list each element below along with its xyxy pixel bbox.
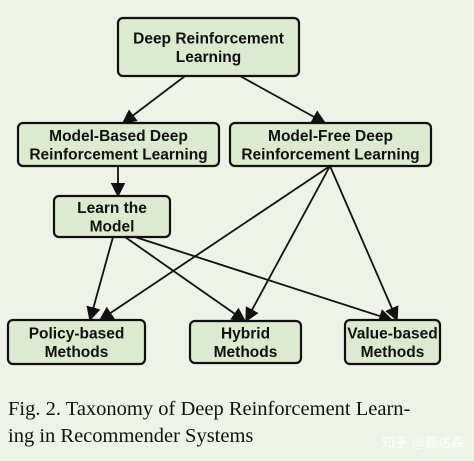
node-box xyxy=(52,194,172,239)
node-label-line: Model-Based Deep xyxy=(49,128,188,145)
edge-learn-model-to-hybrid xyxy=(124,236,247,322)
figure-caption: Fig. 2. Taxonomy of Deep Reinforcement L… xyxy=(8,396,468,450)
caption-line-2: ing in Recommender Systems xyxy=(8,425,254,447)
node-label-line: Methods xyxy=(361,344,425,361)
node-box xyxy=(188,319,303,365)
node-label-line: Value-based xyxy=(347,325,437,342)
edge-model-free-to-value xyxy=(329,165,399,322)
node-box xyxy=(6,318,147,366)
node-label-line: Reinforcement Learning xyxy=(241,146,419,163)
node-box xyxy=(116,16,301,78)
node-label-line: Learning xyxy=(176,49,241,66)
node-label-line: Learn the xyxy=(77,200,147,217)
node-label-line: Model xyxy=(90,218,135,235)
node-label-line: Methods xyxy=(45,344,109,361)
edge-model-free-to-hybrid xyxy=(245,165,331,323)
edge-learn-model-to-value xyxy=(134,236,394,323)
edge-root-to-model-based xyxy=(121,75,186,124)
node-label-line: Model-Free Deep xyxy=(268,128,393,145)
edges xyxy=(86,75,399,323)
edge-learn-model-to-policy xyxy=(86,236,114,322)
edge-root-to-model-free xyxy=(239,75,327,124)
watermark: 知乎 @郭达森 xyxy=(381,436,464,451)
node-box xyxy=(16,121,221,168)
node-label-line: Reinforcement Learning xyxy=(29,146,207,163)
node-label-line: Methods xyxy=(214,344,278,361)
node-box xyxy=(343,318,442,366)
caption-line-1: Fig. 2. Taxonomy of Deep Reinforcement L… xyxy=(8,398,411,420)
node-label-line: Policy-based xyxy=(29,325,125,342)
edge-model-free-to-policy xyxy=(98,165,331,321)
node-label-line: Deep Reinforcement xyxy=(133,30,284,47)
node-label-line: Hybrid xyxy=(221,325,270,342)
node-box xyxy=(228,121,433,168)
